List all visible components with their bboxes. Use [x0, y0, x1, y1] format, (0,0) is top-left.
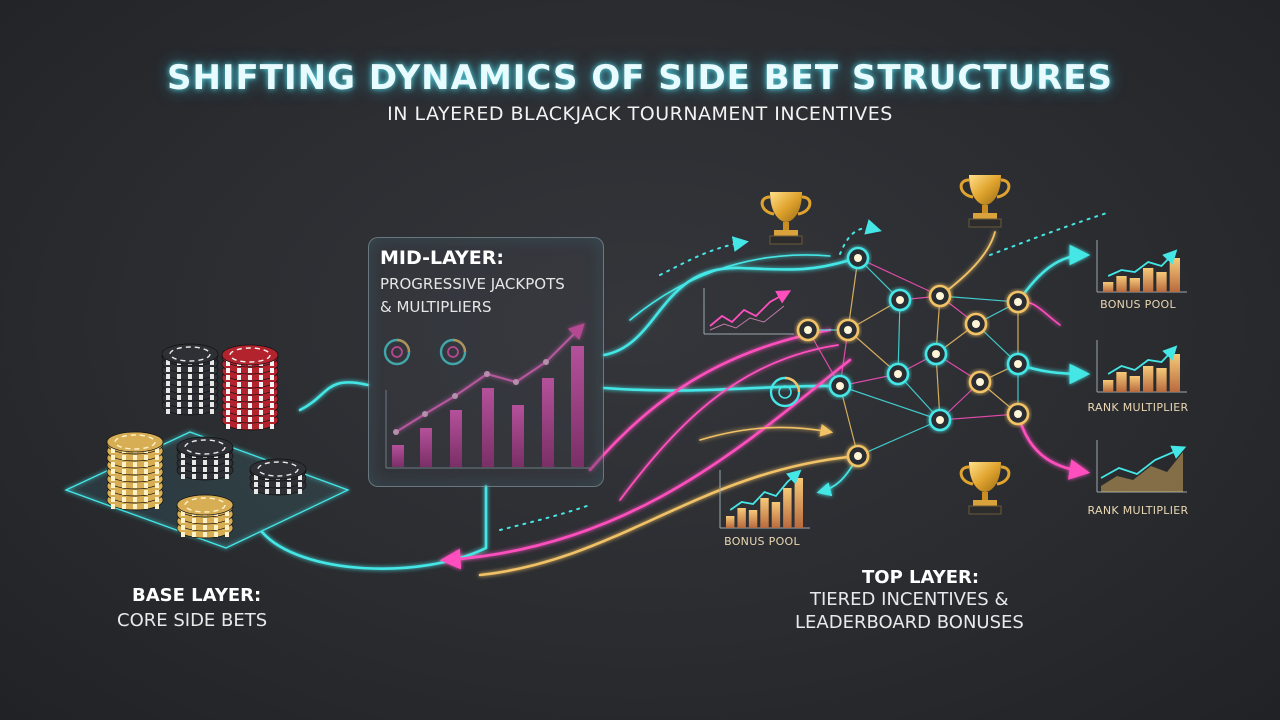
mid-bar-3	[450, 410, 462, 467]
bonus-pool-right-label: BONUS POOL	[1100, 298, 1176, 311]
mid-layer-line2: & MULTIPLIERS	[380, 298, 492, 316]
mid-bar-1	[392, 445, 404, 467]
dotted-trail-top	[659, 236, 749, 276]
network-node	[1006, 402, 1030, 426]
diagram-title: SHIFTING DYNAMICS OF SIDE BET STRUCTURES	[166, 58, 1114, 98]
mini-chart-icon	[703, 288, 794, 335]
flow-pink-low	[619, 344, 839, 501]
trophy-icon	[959, 462, 1011, 515]
network-node	[1006, 352, 1030, 376]
mid-layer-panel	[368, 237, 604, 487]
mid-layer-title: MID-LAYER:	[380, 247, 504, 269]
flow-gold-low	[478, 454, 860, 577]
flow-pink-arrow-left	[439, 358, 852, 570]
base-layer-title: BASE LAYER:	[132, 585, 262, 606]
mid-bar-6	[542, 378, 554, 467]
network-node	[886, 362, 910, 386]
flow-base-to-mid	[298, 381, 370, 412]
poker-chip-stack-icon	[249, 458, 307, 496]
top-layer-line2: LEADERBOARD BONUSES	[795, 612, 1024, 633]
ring-gauge-icon	[769, 376, 801, 408]
dotted-trail-right-top	[989, 211, 1111, 256]
mid-layer-chart	[383, 323, 590, 469]
network-node	[828, 374, 852, 398]
flow-cyan-upper	[629, 254, 831, 321]
diagram-subtitle: IN LAYERED BLACKJACK TOURNAMENT INCENTIV…	[387, 103, 893, 125]
trophy-icon	[959, 175, 1011, 228]
top-layer-line1: TIERED INCENTIVES &	[810, 589, 1009, 610]
dotted-trail-bottom	[499, 504, 591, 531]
network-edge	[939, 413, 1019, 421]
flow-base-to-right	[260, 484, 488, 570]
ring-gauge-icon	[439, 338, 467, 366]
network-node	[888, 288, 912, 312]
flow-gold-to-trophy	[939, 231, 996, 297]
mid-bar-5	[512, 405, 524, 467]
rank-multiplier-1-label: RANK MULTIPLIER	[1087, 401, 1189, 414]
poker-chip-stack-icon	[161, 343, 219, 416]
network-node	[964, 312, 988, 336]
network-edge	[839, 385, 859, 457]
network-node	[968, 370, 992, 394]
network-node	[846, 246, 870, 270]
network-node	[796, 318, 820, 342]
rank-multiplier-2-label: RANK MULTIPLIER	[1087, 504, 1189, 517]
mid-bar-2	[420, 428, 432, 467]
network-node	[928, 408, 952, 432]
ring-gauge-icon	[383, 338, 411, 366]
network-edge	[857, 419, 941, 457]
network-nodes	[796, 246, 1030, 468]
poker-chip-stacks	[106, 343, 307, 539]
trophy-icon	[760, 192, 812, 245]
mid-layer-description: PROGRESSIVE JACKPOTS & MULTIPLIERS	[380, 273, 600, 319]
bonus-pool-bottom-label: BONUS POOL	[724, 535, 800, 548]
flow-pink-mid	[588, 328, 832, 472]
mid-bar-4	[482, 388, 494, 467]
flow-mid-to-network-1	[602, 258, 852, 357]
poker-chip-stack-icon	[221, 344, 279, 431]
trophies	[760, 175, 1011, 515]
network-edge	[939, 295, 1019, 303]
network-node	[846, 444, 870, 468]
network-edge	[857, 257, 941, 297]
poker-chip-stack-icon	[176, 494, 234, 539]
mini-chart-icon	[1096, 440, 1187, 493]
network-node	[924, 342, 948, 366]
network-node	[928, 284, 952, 308]
mid-bar-7	[571, 346, 584, 467]
mini-chart-icon	[1096, 340, 1187, 393]
flow-out-rank-2	[1016, 412, 1091, 480]
poker-chip-stack-icon	[176, 436, 234, 481]
flow-mid-to-network-2	[602, 384, 840, 392]
network-node	[1006, 290, 1030, 314]
flow-out-bonus	[1016, 244, 1091, 304]
mid-layer-line1: PROGRESSIVE JACKPOTS	[380, 275, 565, 293]
poker-chip-stack-icon	[106, 431, 164, 511]
flow-gold-arrow	[699, 424, 834, 441]
top-layer-title: TOP LAYER:	[862, 567, 980, 588]
network-edge	[839, 385, 941, 421]
mini-chart-icon	[1096, 240, 1187, 293]
base-layer-subtitle: CORE SIDE BETS	[117, 610, 268, 631]
network-edges	[807, 257, 1019, 457]
mini-chart-icon	[719, 469, 810, 529]
mini-charts	[703, 240, 1187, 529]
network-node	[836, 318, 860, 342]
network-edge	[897, 299, 901, 375]
network-edge	[847, 257, 859, 331]
